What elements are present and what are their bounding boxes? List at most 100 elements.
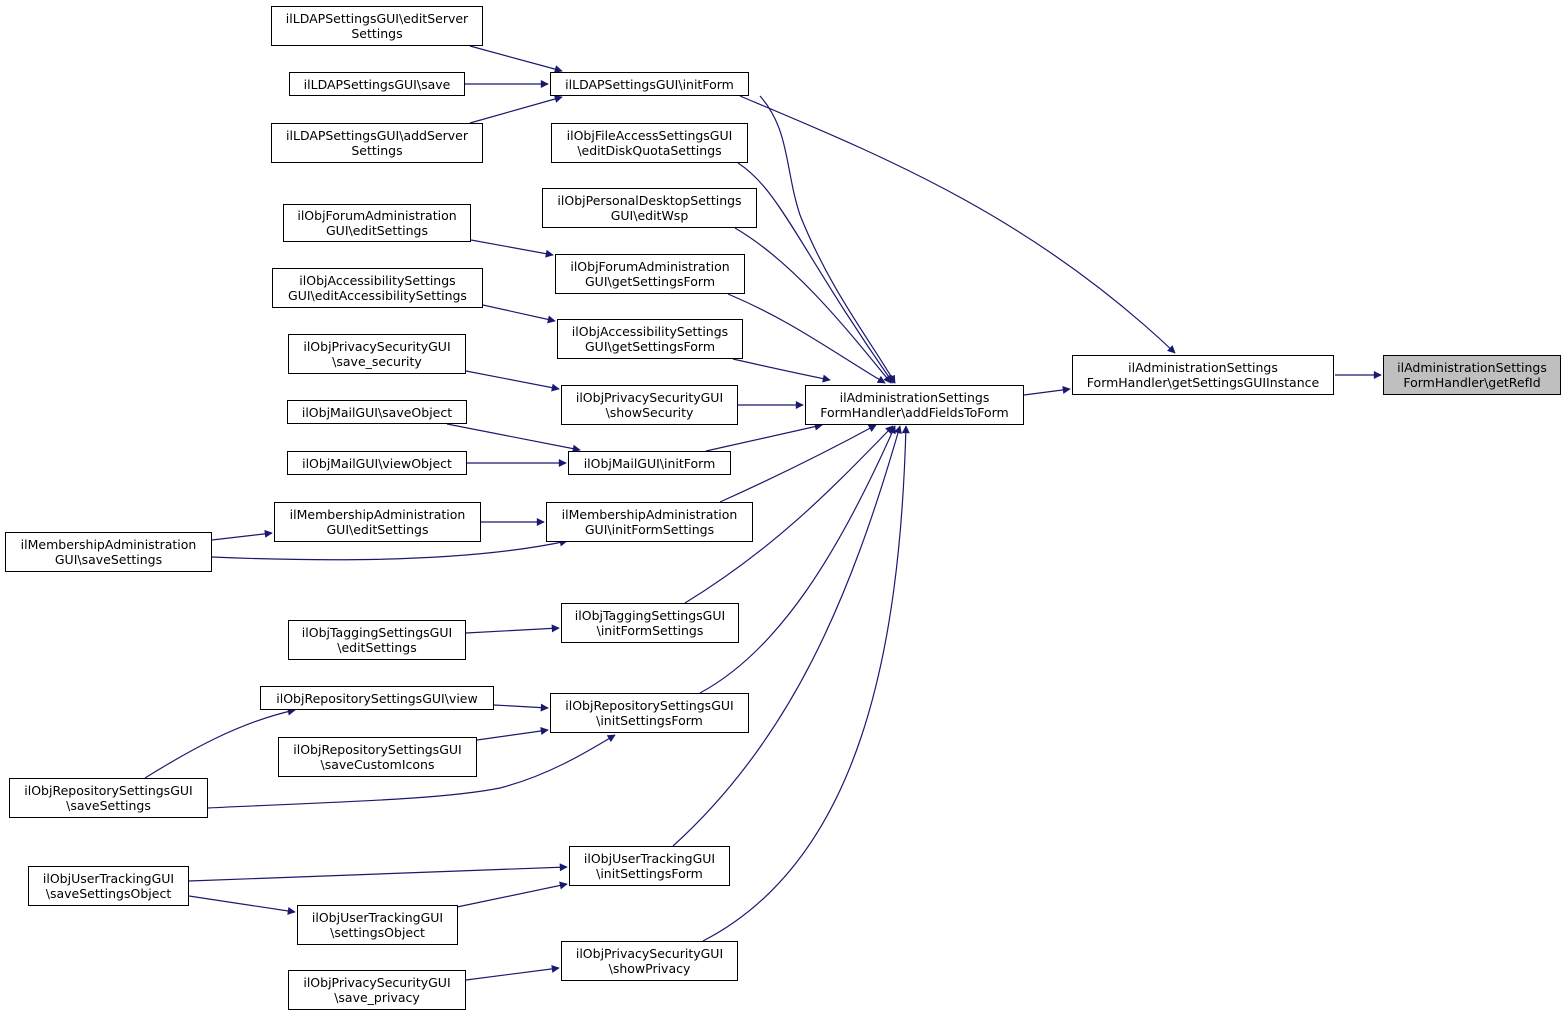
node-label-line: \save_security: [332, 354, 422, 369]
node-label-line: ilObjTaggingSettingsGUI: [301, 625, 453, 640]
node-label-line: ilObjPrivacySecurityGUI: [303, 975, 451, 990]
node-label-line: GUI\editSettings: [325, 223, 428, 238]
node-trackSave[interactable]: ilObjUserTrackingGUI\saveSettingsObject: [28, 866, 189, 906]
edge-privSavePrivacy-to-privShowPrivacy: [465, 964, 560, 981]
node-label-line: ilObjRepositorySettingsGUI: [24, 783, 193, 798]
node-label-line: ilMembershipAdministration: [561, 507, 738, 522]
node-label-line: GUI\getSettingsForm: [584, 274, 716, 289]
node-label-line: ilObjUserTrackingGUI: [42, 871, 175, 886]
node-label-line: ilAdministrationSettings: [839, 390, 990, 405]
node-ldapInitForm[interactable]: ilLDAPSettingsGUI\initForm: [550, 72, 749, 96]
node-label-line: \saveSettingsObject: [45, 886, 172, 901]
node-label-line: GUI\getSettingsForm: [584, 339, 716, 354]
node-label-line: Settings: [351, 26, 403, 41]
node-label-line: ilObjRepositorySettingsGUI: [293, 742, 462, 757]
node-label-line: ilAdministrationSettings: [1397, 360, 1547, 375]
edge-ldapInitForm-to-getSettingsGUIInstance: [739, 95, 1176, 354]
node-label-line: ilAdministrationSettings: [1128, 360, 1278, 375]
node-label-line: ilObjUserTrackingGUI: [583, 851, 716, 866]
node-privSaveSecurity[interactable]: ilObjPrivacySecurityGUI\save_security: [288, 334, 466, 374]
edge-repoView-to-repoInit: [493, 703, 549, 712]
node-label-line: ilMembershipAdministration: [20, 537, 197, 552]
node-mailSave[interactable]: ilObjMailGUI\saveObject: [287, 400, 467, 424]
node-repoInit[interactable]: ilObjRepositorySettingsGUI\initSettingsF…: [550, 693, 749, 733]
node-mailInit[interactable]: ilObjMailGUI\initForm: [568, 451, 731, 475]
node-label-line: ilLDAPSettingsGUI\initForm: [565, 76, 734, 92]
node-repoSave[interactable]: ilObjRepositorySettingsGUI\saveSettings: [9, 778, 208, 818]
node-label-line: \settingsObject: [330, 925, 425, 940]
node-privShowPrivacy[interactable]: ilObjPrivacySecurityGUI\showPrivacy: [561, 941, 738, 981]
edge-ldapEditServer-to-ldapInitForm: [469, 45, 563, 73]
node-label-line: ilObjFileAccessSettingsGUI: [566, 128, 733, 143]
node-label-line: ilObjRepositorySettingsGUI\view: [276, 690, 478, 706]
node-label-line: \initFormSettings: [596, 623, 704, 638]
node-label-line: ilLDAPSettingsGUI\addServer: [286, 128, 468, 143]
edge-forumEdit-to-forumGet: [470, 239, 554, 258]
node-label-line: ilObjMailGUI\initForm: [583, 455, 716, 471]
node-label-line: \saveCustomIcons: [320, 757, 435, 772]
edge-repoSave-to-repoInit: [207, 734, 616, 809]
node-taggingEdit[interactable]: ilObjTaggingSettingsGUI\editSettings: [288, 620, 466, 660]
node-label-line: GUI\editAccessibilitySettings: [288, 288, 467, 303]
node-label-line: \editSettings: [337, 640, 417, 655]
node-label-line: \initSettingsForm: [596, 713, 703, 728]
node-label-line: ilMembershipAdministration: [289, 507, 466, 522]
node-trackInit[interactable]: ilObjUserTrackingGUI\initSettingsForm: [569, 846, 730, 886]
node-label-line: \showPrivacy: [608, 961, 691, 976]
node-label-line: GUI\saveSettings: [54, 552, 163, 567]
edge-memberSave-to-memberInit: [211, 538, 568, 561]
node-label-line: ilObjMailGUI\saveObject: [301, 404, 453, 420]
edge-ldapInitForm-to-addFieldsToForm: [759, 95, 896, 384]
node-privSavePrivacy[interactable]: ilObjPrivacySecurityGUI\save_privacy: [288, 970, 466, 1010]
edge-accessEdit-to-accessGet: [482, 304, 556, 324]
edge-repoSave-to-repoView: [144, 707, 296, 779]
node-label-line: Settings: [351, 143, 403, 158]
node-label-line: \save_privacy: [334, 990, 420, 1005]
edge-addFieldsToForm-to-getSettingsGUIInstance: [1023, 385, 1071, 396]
node-label-line: ilLDAPSettingsGUI\editServer: [285, 11, 469, 26]
node-privShowSecurity[interactable]: ilObjPrivacySecurityGUI\showSecurity: [561, 385, 738, 425]
node-ldapSave[interactable]: ilLDAPSettingsGUI\save: [289, 72, 465, 96]
node-label-line: FormHandler\addFieldsToForm: [820, 405, 1009, 420]
edge-memberInit-to-addFieldsToForm: [719, 424, 877, 503]
node-label-line: FormHandler\getSettingsGUIInstance: [1086, 375, 1320, 390]
edge-mailSave-to-mailInit: [446, 423, 581, 453]
edge-personalDesktop-to-addFieldsToForm: [734, 227, 892, 384]
node-repoIcons[interactable]: ilObjRepositorySettingsGUI\saveCustomIco…: [278, 737, 477, 777]
node-label-line: ilObjTaggingSettingsGUI: [574, 608, 726, 623]
node-label-line: ilObjPrivacySecurityGUI: [575, 946, 724, 961]
node-label-line: ilObjRepositorySettingsGUI: [565, 698, 734, 713]
node-label-line: ilObjPrivacySecurityGUI: [575, 390, 724, 405]
node-trackObj[interactable]: ilObjUserTrackingGUI\settingsObject: [297, 905, 458, 945]
edge-taggingEdit-to-taggingInit: [465, 624, 560, 634]
edge-trackSave-to-trackInit: [188, 863, 568, 882]
edge-privSaveSecurity-to-privShowSecurity: [465, 370, 560, 392]
node-taggingInit[interactable]: ilObjTaggingSettingsGUI\initFormSettings: [561, 603, 739, 643]
node-label-line: GUI\editSettings: [326, 522, 429, 537]
edge-memberSave-to-memberEdit: [211, 529, 273, 541]
edge-taggingInit-to-addFieldsToForm: [684, 425, 894, 604]
node-repoView[interactable]: ilObjRepositorySettingsGUI\view: [260, 686, 494, 710]
node-label-line: ilLDAPSettingsGUI\save: [303, 76, 451, 92]
node-label-line: ilObjAccessibilitySettings: [571, 324, 729, 339]
edge-fileAccess-to-addFieldsToForm: [737, 162, 894, 384]
node-label-line: ilObjForumAdministration: [570, 259, 730, 274]
node-fileAccess[interactable]: ilObjFileAccessSettingsGUI\editDiskQuota…: [551, 123, 748, 163]
node-mailView[interactable]: ilObjMailGUI\viewObject: [287, 451, 467, 475]
node-label-line: ilObjPersonalDesktopSettings: [557, 193, 742, 208]
edge-privShowPrivacy-to-addFieldsToForm: [702, 425, 910, 942]
